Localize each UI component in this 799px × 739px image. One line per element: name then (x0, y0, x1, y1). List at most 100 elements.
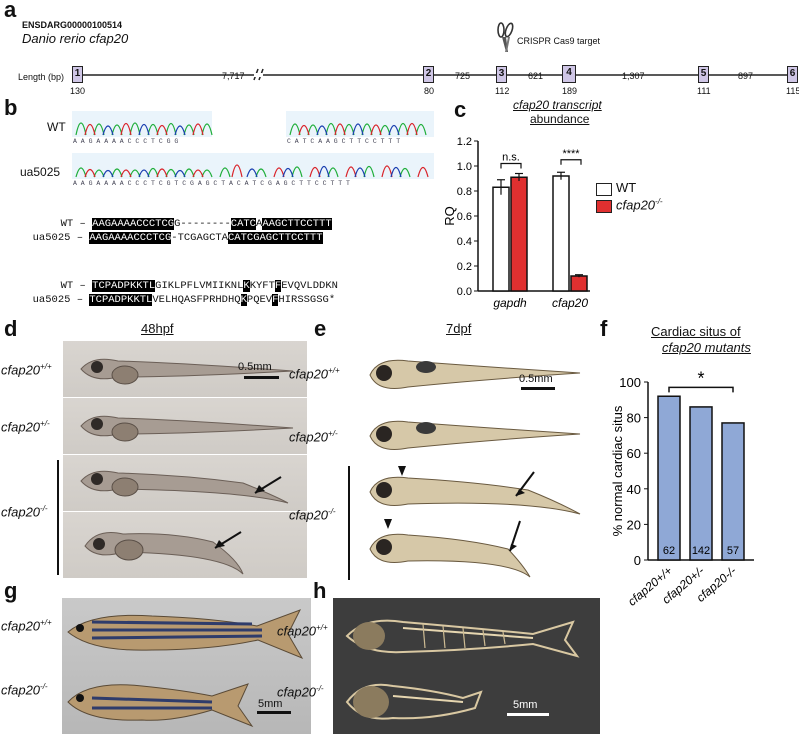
chrom-wt-label: WT (47, 120, 66, 134)
x-tick-label: gapdh (493, 296, 527, 310)
dna-wt-seg-b: G-------- (174, 218, 231, 230)
prot-wt-label: WT – (60, 280, 86, 292)
skeleton-photo (333, 598, 600, 734)
chromatogram-mut (72, 153, 434, 179)
chrom-mut-seq: A A G A A A A C C C T C G T C G A G C T … (73, 180, 350, 187)
protein-mut-row: ua5025 – TCPADPKKTLVELHQASFPRHDHQKPQEVFH… (20, 281, 335, 307)
y-axis-label: RQ (442, 206, 457, 226)
e-row2-geno: cfap20+/- (289, 429, 338, 445)
scissors-icon (497, 22, 514, 52)
panel-g-label: g (4, 578, 18, 603)
prot-wt-seg-d: KYFT (249, 280, 275, 292)
dna-wt-gap: A (256, 218, 263, 230)
prot-mut-seg-b: VELHQASFPRHDHQ (152, 294, 241, 306)
y-tick-label: 60 (627, 446, 641, 461)
prot-mut-label: ua5025 – (32, 294, 84, 306)
exon-3: 3 (496, 66, 507, 83)
y-axis-label: % normal cardiac situs (610, 405, 625, 536)
dna-wt-seg-c: CATC (230, 218, 256, 230)
prot-wt-seg-e: F (274, 280, 282, 292)
h-row2-geno: cfap20-/- (277, 684, 324, 700)
bar-gapdh-1 (510, 176, 528, 292)
h-row1-geno: cfap20+/+ (277, 623, 328, 639)
intron-5-length: 897 (738, 71, 754, 81)
bar-situs-0 (657, 395, 681, 561)
embryo-48hpf-wt-photo (63, 341, 307, 397)
larva-7dpf-het-photo (358, 406, 590, 466)
dna-mut-seg-d: GAGCTTCCTTT (253, 232, 323, 244)
d-scale-bar (244, 376, 279, 379)
n-label: 62 (663, 545, 675, 557)
g-scale-bar (257, 711, 291, 714)
panel-h-label: h (313, 578, 327, 603)
larva-7dpf-wt-photo (358, 343, 590, 405)
legend-wt-swatch (596, 183, 612, 196)
prot-wt-seg-b: GIKLPFLVMIIKNL (155, 280, 244, 292)
bar-gapdh-0 (492, 186, 510, 292)
chart-f-title-1: Cardiac situs of (651, 324, 741, 339)
panel-e-label: e (314, 316, 327, 341)
exon-5: 5 (698, 66, 709, 83)
dna-mut-label: ua5025 – (32, 232, 84, 244)
embryo-48hpf-mut2-photo (63, 512, 307, 578)
larva-7dpf-mut2-photo (358, 515, 590, 579)
exon-4-length: 189 (562, 86, 578, 96)
intron-3-length: 621 (528, 71, 544, 81)
embryo-48hpf-mut1-photo (63, 455, 307, 511)
y-tick-label: 0.2 (457, 261, 472, 273)
e-scale-bar (521, 387, 555, 390)
x-tick-label: cfap20 (552, 296, 588, 310)
dna-wt-seg-d: AAGCTTCCTTT (262, 218, 332, 230)
prot-mut-seg-a: TCPADPKKTL (89, 294, 153, 306)
bar-situs-2 (721, 422, 745, 561)
y-tick-label: 20 (627, 517, 641, 532)
h-scale-bar (507, 713, 549, 716)
prot-mut-seg-c: K (240, 294, 247, 306)
panel-a-label: a (4, 0, 17, 22)
legend-mut-label: cfap20-/- (616, 197, 663, 213)
g-row1-geno: cfap20+/+ (1, 618, 52, 634)
y-tick-label: 1.2 (457, 136, 472, 148)
panel-d-label: d (4, 316, 18, 341)
exon-2-length: 80 (424, 86, 435, 96)
exon-6-length: 115 (786, 86, 799, 96)
sig-label: * (697, 368, 704, 388)
sig-label: n.s. (502, 152, 520, 164)
e-row1-geno: cfap20+/+ (289, 366, 340, 382)
prot-wt-seg-a: TCPADPKKTL (92, 280, 156, 292)
d-bracket (57, 460, 59, 575)
chart-f-title-2: cfap20 mutants (662, 340, 751, 355)
crispr-label: CRISPR Cas9 target (517, 36, 601, 46)
dna-mut-seg-a: AAGAAAACCCTCG (89, 232, 172, 244)
y-tick-label: 0.4 (457, 236, 472, 248)
exon-1: 1 (72, 66, 83, 83)
exon-6: 6 (787, 66, 798, 83)
gene-structure (78, 22, 798, 81)
panel-f-label: f (600, 316, 608, 341)
dna-wt-row: WT – AAGAAAACCCTCGG--------CATCAAAGCTTCC… (48, 205, 332, 231)
y-tick-label: 80 (627, 411, 641, 426)
panel-b-label: b (4, 95, 18, 120)
exon-4: 4 (562, 65, 576, 83)
embryo-48hpf-het-photo (63, 398, 307, 454)
chromatogram-wt (72, 111, 434, 137)
d-scale-label: 0.5mm (238, 361, 272, 373)
y-tick-label: 0.8 (457, 186, 472, 198)
e-row3-geno: cfap20-/- (289, 507, 336, 523)
panel-d-title: 48hpf (141, 321, 174, 336)
larva-7dpf-mut1-photo (358, 462, 590, 522)
h-scale-label: 5mm (513, 699, 538, 711)
bar-cfap20-0 (552, 175, 570, 292)
g-scale-label: 5mm (258, 698, 283, 710)
g-row2-geno: cfap20-/- (1, 682, 48, 698)
y-tick-label: 1.0 (457, 161, 472, 173)
protein-wt-row: WT – TCPADPKKTLGIKLPFLVMIIKNLKKYFTFEVQVL… (48, 267, 338, 293)
bar-cfap20-1 (570, 275, 588, 292)
panel-c-label: c (454, 97, 467, 122)
sig-bracket (668, 386, 734, 393)
sig-label: **** (562, 148, 580, 160)
d-row3-geno: cfap20-/- (1, 504, 48, 520)
exon-3-length: 112 (495, 86, 510, 96)
chart-c-title-2: abundance (530, 112, 590, 126)
